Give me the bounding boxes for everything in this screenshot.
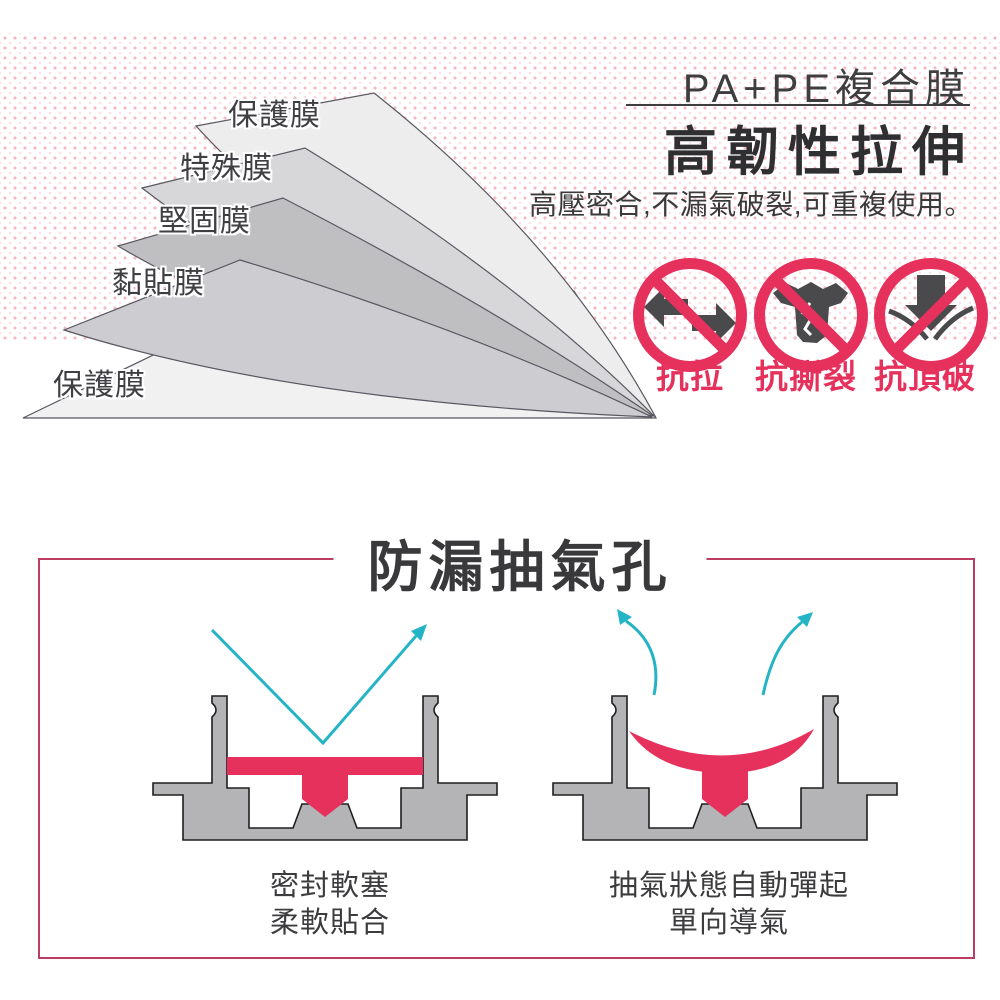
no-puncture-icon (874, 258, 988, 372)
film-layer-label: 黏貼膜 (112, 267, 205, 300)
venting-caption: 抽氣狀態自動彈起 單向導氣 (549, 868, 909, 942)
feature-label: 抗撕裂 (755, 358, 857, 395)
headline-underline (626, 104, 970, 106)
prohibition-ring (633, 258, 747, 372)
airflow-arrow-left (625, 619, 658, 696)
membrane-line (932, 305, 974, 341)
feature-label: 抗頂破 (874, 358, 976, 395)
headline-subtitle: 高壓密合,不漏氣破裂,可重複使用。 (528, 189, 973, 220)
main-title: 高韌性拉伸 (664, 123, 974, 182)
sealed-caption: 密封軟塞 柔軟貼合 (150, 868, 510, 942)
bounce-arrow (210, 628, 418, 746)
prohibition-ring (874, 258, 988, 372)
left-arrow-glyph (644, 287, 688, 327)
valve-venting-diagram (552, 609, 898, 841)
valve-plug-stem (702, 761, 748, 817)
caption-line: 抽氣狀態自動彈起 (608, 870, 849, 902)
film-layer-label: 保護膜 (228, 99, 321, 132)
prohibition-slash (772, 276, 850, 354)
prohibition-slash (651, 276, 729, 354)
caption-line: 密封軟塞 (269, 870, 390, 902)
airflow-arrow-right (761, 620, 803, 696)
caption-line: 柔軟貼合 (269, 907, 390, 939)
right-arrow-glyph (692, 303, 736, 343)
film-layer-label: 特殊膜 (180, 152, 273, 185)
no-tear-icon (754, 258, 868, 372)
prohibition-ring (754, 258, 868, 372)
no-stretch-icon (633, 258, 747, 372)
bounce-arrowhead (411, 624, 427, 641)
valve-panel-title: 防漏抽氣孔 (333, 522, 707, 602)
feature-label: 抗拉 (656, 358, 724, 395)
valve-plug-sealed (227, 757, 423, 817)
membrane-line (888, 308, 929, 341)
valve-sealed-diagram (152, 624, 498, 841)
valve-plug-lifted (629, 729, 814, 773)
film-stack-illustration (22, 92, 658, 419)
film-layer-label: 保護膜 (53, 369, 146, 402)
airflow-arrowhead-right (797, 612, 813, 627)
film-layer-adhesive (62, 259, 653, 418)
down-arrow-glyph (905, 275, 957, 331)
product-line-title: PA+PE複合膜 (682, 67, 970, 111)
prohibition-slash (892, 276, 970, 354)
airflow-arrowhead-left (617, 609, 632, 625)
film-layer-label: 堅固膜 (158, 205, 251, 238)
caption-line: 單向導氣 (668, 907, 789, 939)
